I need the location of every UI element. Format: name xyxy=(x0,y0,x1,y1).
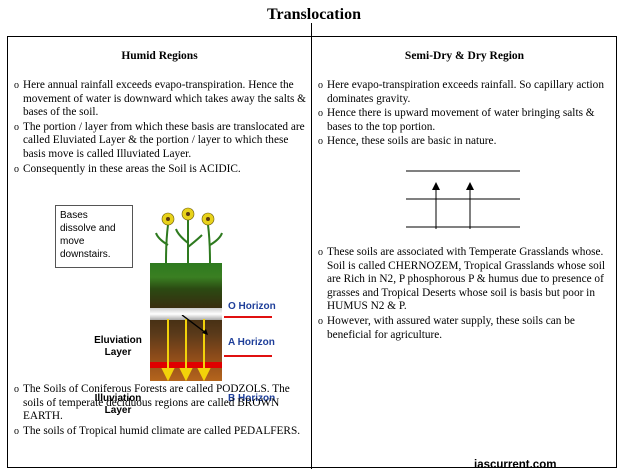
soil-profile-diagram: Bases dissolve and move downstairs. xyxy=(40,205,280,416)
dry-region-heading: Semi-Dry & Dry Region xyxy=(404,50,525,62)
downward-arrows-icon xyxy=(161,315,211,382)
bullet-marker: o xyxy=(14,163,19,175)
page-title: Translocation xyxy=(267,6,361,23)
bullet-marker: o xyxy=(318,315,323,327)
bullet-marker: o xyxy=(318,108,323,120)
site-logo: iascurrent.com xyxy=(474,459,557,471)
o-horizon-label: O Horizon xyxy=(228,301,276,312)
upward-arrows-icon xyxy=(406,170,520,229)
eluviation-band xyxy=(150,308,222,320)
bullet-marker: o xyxy=(318,80,323,91)
bullet-marker: o xyxy=(14,121,19,133)
bullet-marker: o xyxy=(14,80,19,91)
plants-icon xyxy=(155,207,223,264)
column-divider xyxy=(311,23,312,469)
a-horizon-label: A Horizon xyxy=(228,337,275,348)
humid-regions-heading: Humid Regions xyxy=(121,50,198,62)
a-horizon-line xyxy=(224,355,272,357)
bases-callout: Bases dissolve and move downstairs. xyxy=(55,205,133,268)
b-horizon-label: B Horizon xyxy=(228,393,276,404)
illuviation-layer-label: Illuviation Layer xyxy=(94,393,142,416)
o-horizon-line xyxy=(224,316,272,318)
bullet-marker: o xyxy=(318,136,323,148)
bullet-marker: o xyxy=(318,247,323,258)
eluviation-layer-label: Eluviation Layer xyxy=(94,335,142,358)
bullet-marker: o xyxy=(14,425,19,437)
bullet-marker: o xyxy=(14,384,19,395)
